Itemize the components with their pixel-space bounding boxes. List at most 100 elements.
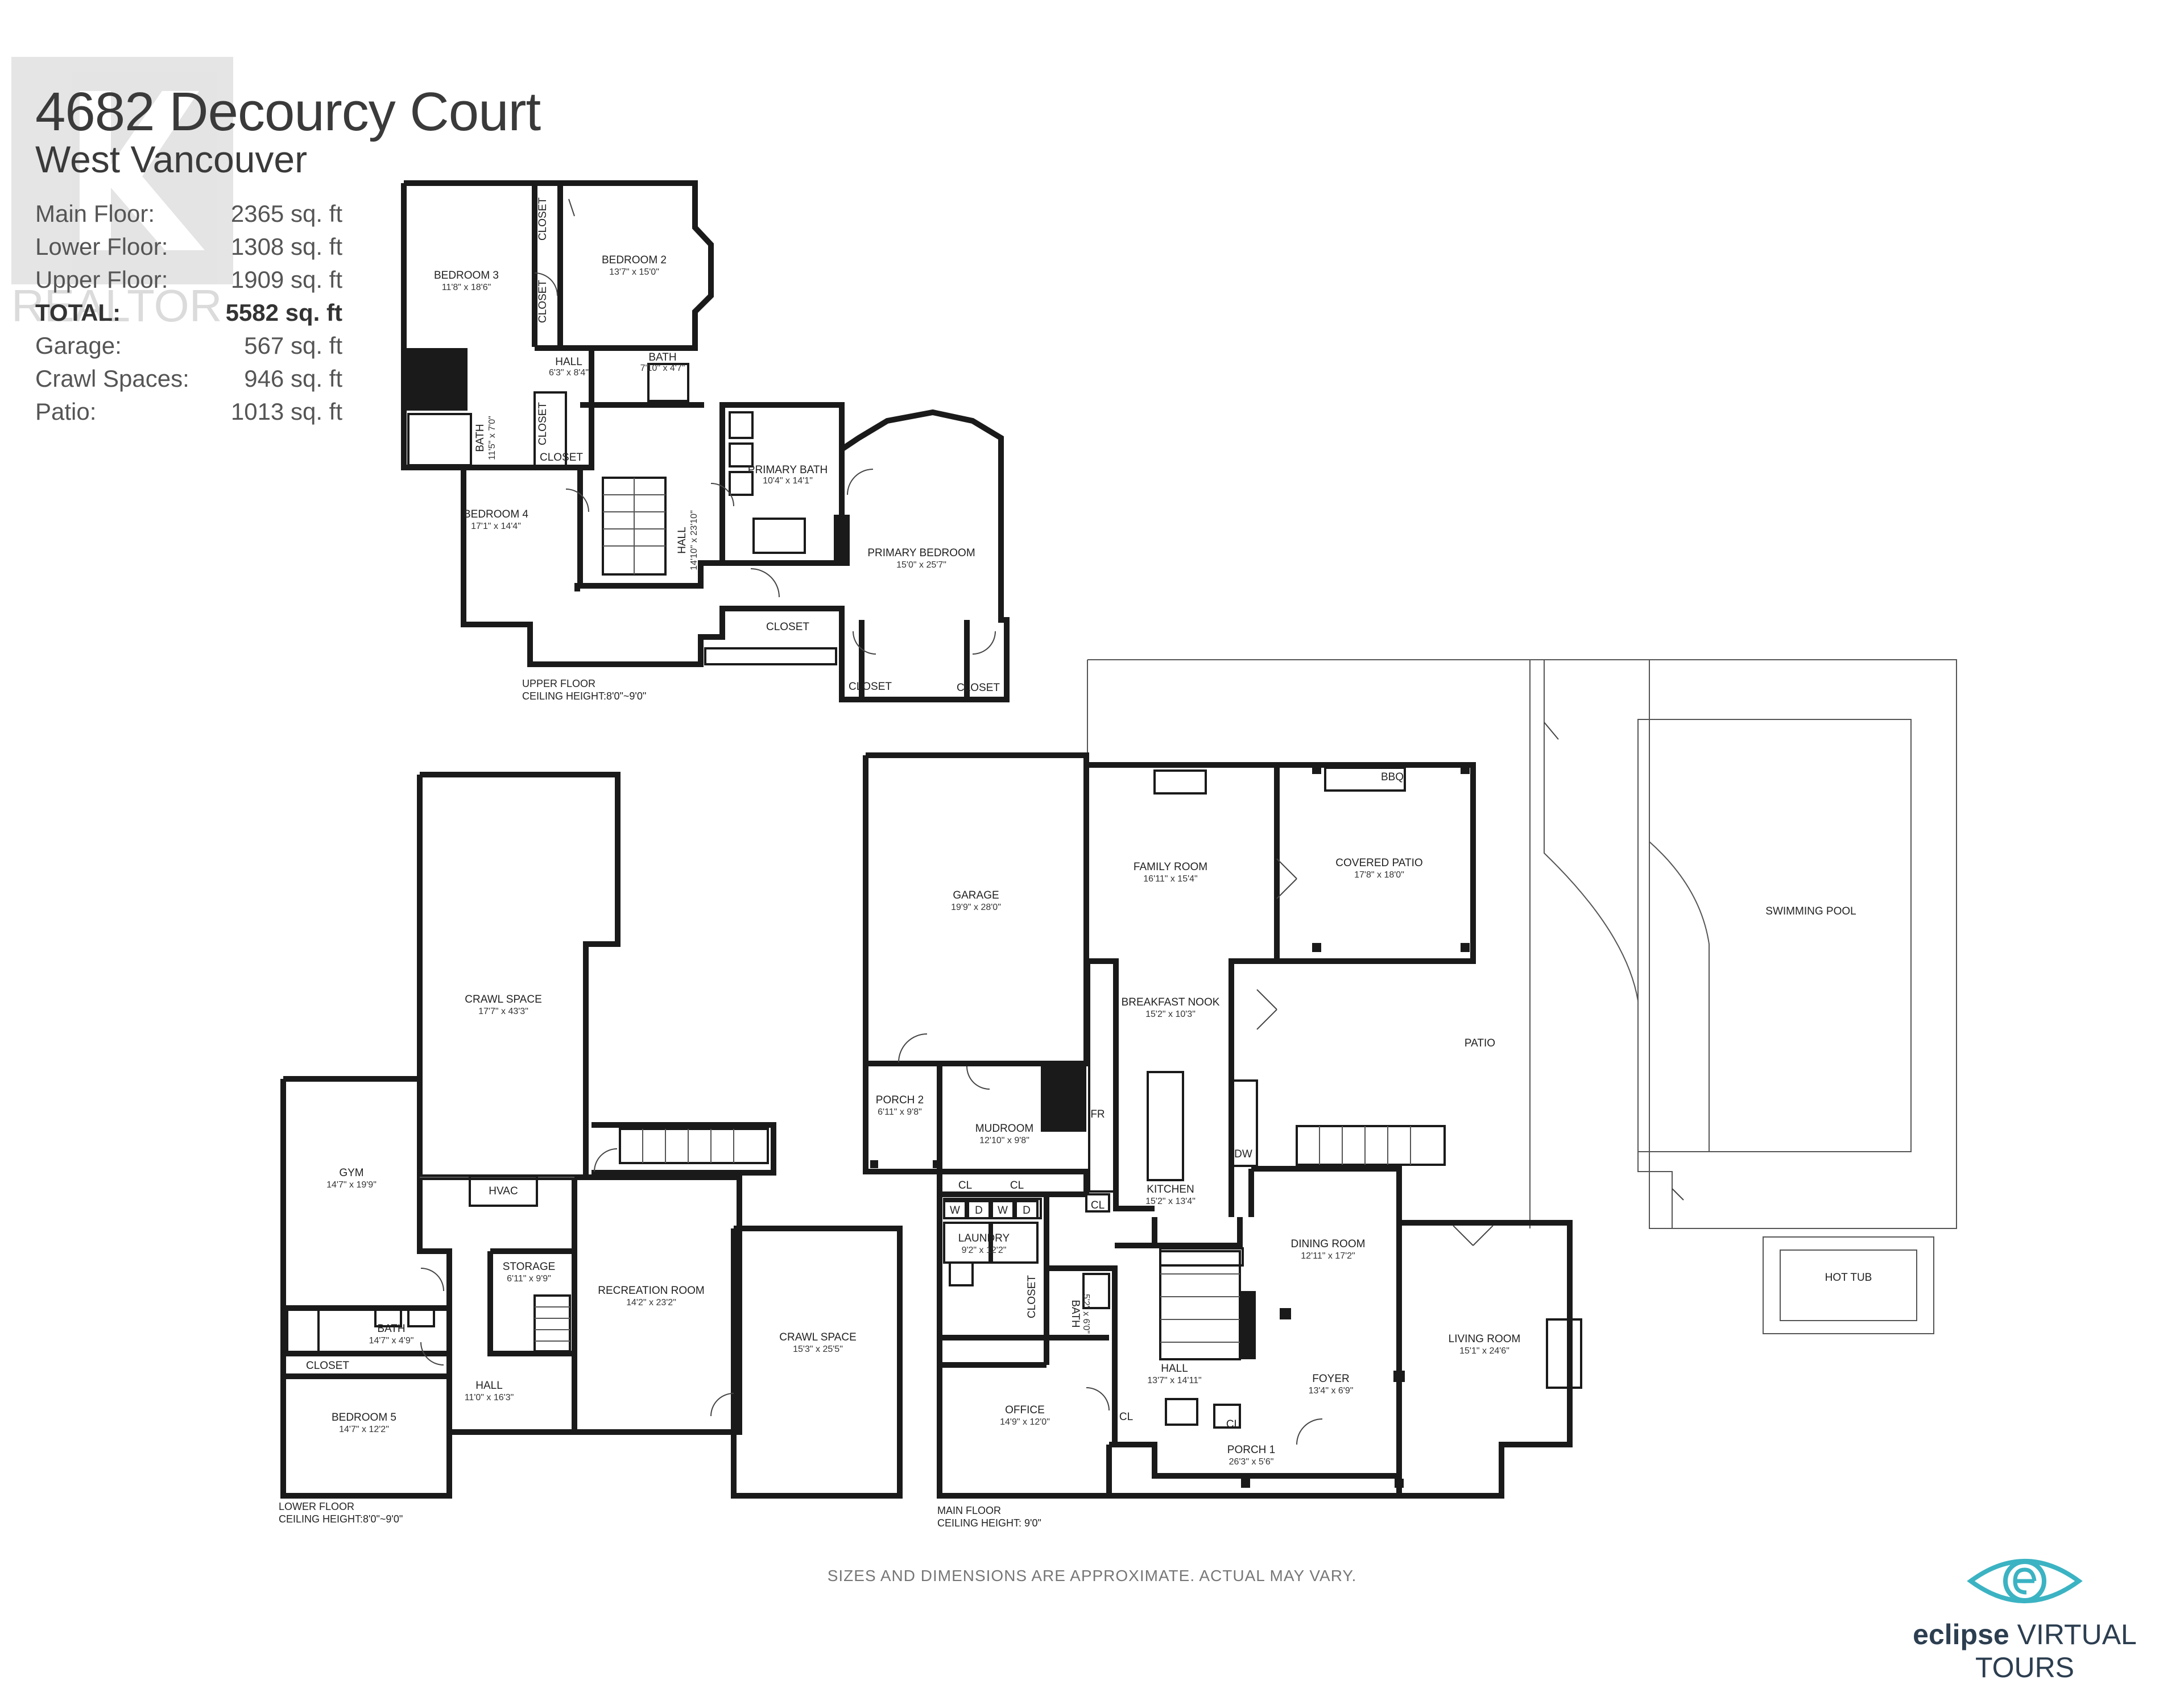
room-label: LIVING ROOM: [1449, 1333, 1521, 1345]
room-dim: 15'1" x 24'6": [1459, 1346, 1509, 1356]
realtor-watermark-box: [11, 57, 233, 284]
room-dim: 5'2" x 6'0": [1081, 1294, 1091, 1334]
room-label: BREAKFAST NOOK: [1122, 996, 1220, 1008]
room-label: HALL: [555, 356, 582, 368]
room-label: KITCHEN: [1147, 1184, 1194, 1195]
room-label: BATH: [377, 1323, 405, 1335]
room-label: MUDROOM: [975, 1123, 1033, 1135]
upper-floor-caption: UPPER FLOOR: [522, 678, 595, 689]
room-label: HALL: [676, 527, 688, 554]
stat-row-patio: Patio:1013 sq. ft: [35, 398, 342, 425]
upper-floor: BEDROOM 3 11'8" x 18'6" BEDROOM 2 13'7" …: [401, 180, 1010, 702]
room-label: COVERED PATIO: [1335, 857, 1422, 869]
room-dim: 12'11" x 17'2": [1301, 1251, 1355, 1261]
room-label: CL: [1226, 1418, 1240, 1430]
room-label: W: [950, 1205, 960, 1217]
room-label: BATH: [1069, 1300, 1081, 1327]
room-label: PRIMARY BEDROOM: [867, 547, 975, 559]
room-dim: 10'4" x 14'1": [763, 476, 813, 486]
room-dim: 11'8" x 18'6": [442, 283, 491, 292]
room-dim: 15'2" x 13'4": [1145, 1197, 1196, 1206]
stat-row-crawl: Crawl Spaces:946 sq. ft: [35, 365, 342, 392]
closet-label: CLOSET: [766, 621, 809, 633]
main-floor: GARAGE 19'9" x 28'0" FAMILY ROOM 16'11" …: [863, 659, 1957, 1529]
property-address: 4682 Decourcy Court: [35, 81, 541, 142]
room-dim: 6'11" x 9'8": [878, 1107, 922, 1117]
room-label: CLOSET: [306, 1360, 349, 1372]
room-label: CRAWL SPACE: [465, 994, 542, 1006]
room-label: RECREATION ROOM: [598, 1285, 705, 1297]
floor-plan: BEDROOM 3 11'8" x 18'6" BEDROOM 2 13'7" …: [279, 180, 1957, 1529]
room-dim: 26'3" x 5'6": [1229, 1457, 1274, 1467]
room-label: BATH: [474, 424, 486, 452]
room-label: HVAC: [489, 1185, 518, 1197]
room-dim: 15'0" x 25'7": [896, 560, 946, 570]
room-label: FR: [1090, 1108, 1105, 1120]
lower-floor-caption: LOWER FLOOR: [279, 1501, 354, 1512]
room-label: CRAWL SPACE: [779, 1331, 857, 1343]
closet-label: CLOSET: [849, 681, 892, 693]
realtor-watermark: REALTOR: [11, 57, 233, 324]
stat-row-main: Main Floor:2365 sq. ft: [35, 200, 342, 227]
closet-label: CLOSET: [537, 402, 549, 445]
disclaimer: SIZES AND DIMENSIONS ARE APPROXIMATE. AC…: [827, 1567, 1357, 1584]
room-dim: 14'7" x 4'9": [369, 1336, 414, 1346]
room-dim: 15'3" x 25'5": [793, 1344, 843, 1354]
room-label: CL: [1119, 1411, 1133, 1423]
room-dim: 13'4" x 6'9": [1309, 1386, 1354, 1396]
upper-floor-ceiling: CEILING HEIGHT:8'0"~9'0": [522, 690, 646, 702]
room-label: GYM: [339, 1167, 363, 1179]
room-label: STORAGE: [503, 1261, 556, 1273]
room-label: PORCH 2: [876, 1094, 924, 1106]
room-label: HALL: [475, 1380, 503, 1392]
realtor-watermark-glyph: [80, 91, 205, 250]
room-dim: 15'2" x 10'3": [1145, 1009, 1196, 1019]
room-dim: 14'2" x 23'2": [626, 1298, 676, 1308]
room-dim: 14'7" x 12'2": [339, 1425, 389, 1434]
room-dim: 17'7" x 43'3": [478, 1007, 528, 1016]
room-label: D: [975, 1205, 983, 1217]
lower-floor: CRAWL SPACE 17'7" x 43'3" HVAC GYM 14'7"…: [279, 772, 903, 1525]
room-label: CL: [1091, 1199, 1105, 1211]
room-dim: 19'9" x 28'0": [951, 903, 1001, 912]
eclipse-brand: eclipse VIRTUAL TOURS: [1877, 1547, 2173, 1684]
room-label: CL: [958, 1180, 972, 1191]
room-label: FOYER: [1312, 1373, 1349, 1385]
room-dim: 11'5" x 7'0": [487, 416, 497, 460]
room-dim: 14'7" x 19'9": [326, 1180, 377, 1190]
main-floor-caption: MAIN FLOOR: [937, 1505, 1001, 1516]
room-label: OFFICE: [1005, 1404, 1045, 1416]
room-label: DW: [1234, 1148, 1252, 1160]
room-label: FAMILY ROOM: [1134, 861, 1207, 873]
room-dim: 17'8" x 18'0": [1354, 870, 1404, 880]
room-label: LAUNDRY: [958, 1232, 1010, 1244]
room-dim: 13'7" x 15'0": [609, 267, 659, 277]
room-label: SWIMMING POOL: [1765, 905, 1856, 917]
room-label: PRIMARY BATH: [748, 464, 828, 476]
room-label: HOT TUB: [1825, 1272, 1872, 1284]
room-label: D: [1023, 1205, 1031, 1217]
room-dim: 13'7" x 14'11": [1147, 1376, 1201, 1385]
room-label: GARAGE: [953, 889, 999, 901]
stat-row-upper: Upper Floor:1909 sq. ft: [35, 266, 342, 293]
stat-row-garage: Garage:567 sq. ft: [35, 332, 342, 359]
closet-label: CLOSET: [957, 682, 1000, 694]
room-dim: 14'9" x 12'0": [1000, 1417, 1050, 1427]
stat-row-lower: Lower Floor:1308 sq. ft: [35, 233, 342, 260]
brand-wordmark: eclipse VIRTUAL TOURS: [1913, 1619, 2137, 1683]
eye-logo-icon: [1967, 1559, 2083, 1603]
room-label: BEDROOM 3: [434, 270, 499, 282]
room-label: PORCH 1: [1227, 1444, 1275, 1456]
room-dim: 11'0" x 16'3": [465, 1393, 514, 1402]
room-label: W: [998, 1205, 1008, 1217]
room-dim: 6'11" x 9'9": [507, 1274, 551, 1284]
room-label: BATH: [648, 351, 676, 363]
room-dim: 17'1" x 14'4": [471, 522, 521, 531]
room-dim: 14'10" x 23'10": [689, 510, 699, 570]
room-dim: 16'11" x 15'4": [1143, 874, 1197, 884]
closet-label: CLOSET: [537, 197, 549, 241]
room-label: BEDROOM 2: [602, 254, 667, 266]
room-dim: 9'2" x 12'2": [962, 1246, 1007, 1255]
room-dim: 12'10" x 9'8": [979, 1136, 1029, 1145]
room-label: HALL: [1161, 1363, 1188, 1375]
